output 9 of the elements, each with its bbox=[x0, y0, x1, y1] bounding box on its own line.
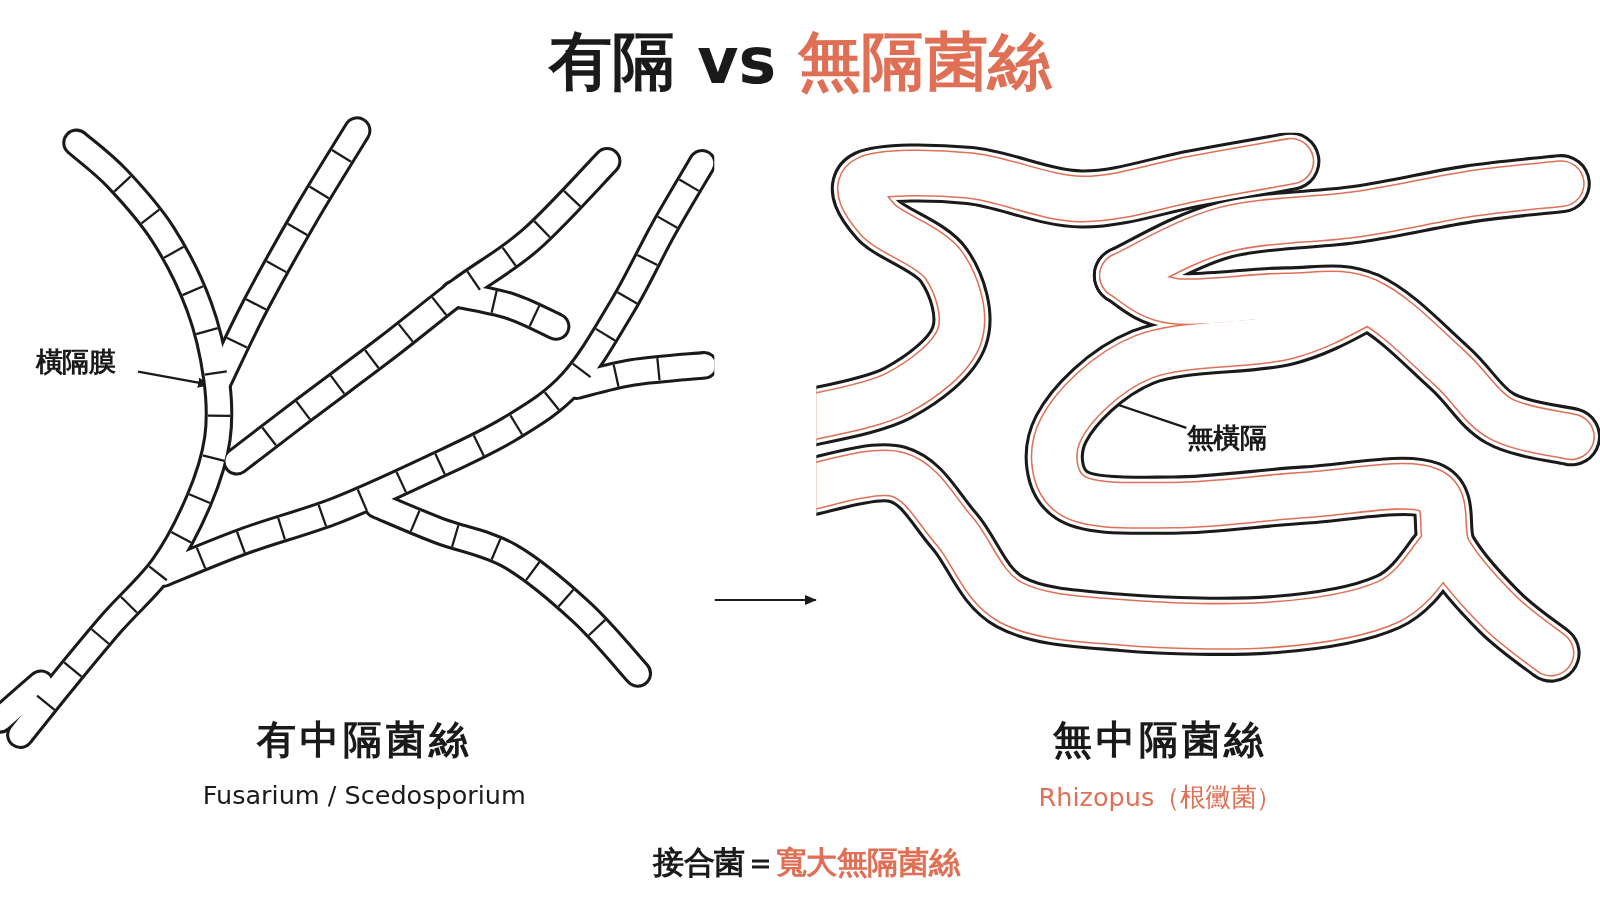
panel-heading: 有中隔菌絲 bbox=[257, 716, 472, 765]
title: 有隔 vs 無隔菌絲 bbox=[548, 22, 1052, 100]
species-label: Fusarium / Scedosporium bbox=[202, 780, 526, 811]
callout-label: 無橫隔 bbox=[1186, 421, 1267, 456]
caption: 接合菌＝寬大無隔菌絲 bbox=[653, 843, 960, 883]
species-label: Rhizopus（根黴菌） bbox=[1038, 781, 1282, 815]
callout-label: 橫隔膜 bbox=[35, 345, 116, 380]
arrow bbox=[714, 594, 817, 606]
panel-heading: 無中隔菌絲 bbox=[1053, 716, 1268, 765]
